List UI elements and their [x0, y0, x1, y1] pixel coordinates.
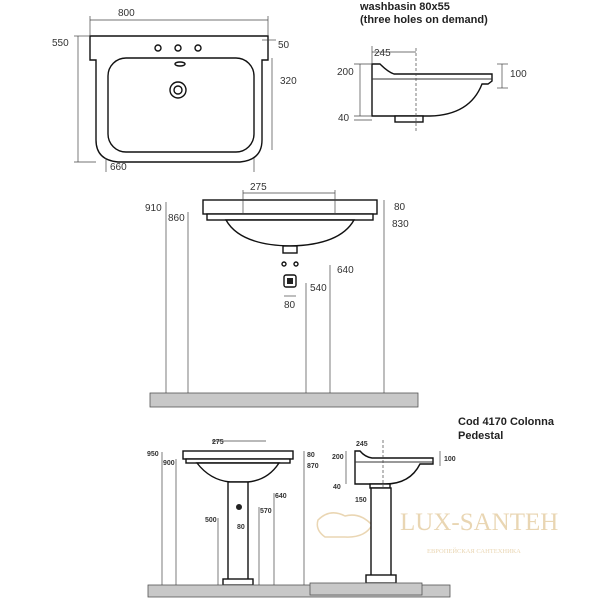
dim-inner: 660 — [110, 162, 127, 173]
dim-ped-side-height: 200 — [332, 454, 344, 461]
dim-side-height: 200 — [337, 67, 354, 78]
dim-side-drain: 40 — [338, 113, 350, 124]
caption-model: washbasin 80x55 — [359, 1, 450, 13]
dim-depth: 550 — [52, 38, 69, 49]
dim-ped-side-drain: 40 — [333, 484, 341, 491]
dim-ped-570: 570 — [260, 508, 272, 515]
dim-side-depth: 245 — [374, 48, 391, 59]
dim-h-540: 540 — [310, 283, 327, 294]
dim-ped-trap: 80 — [237, 524, 245, 531]
dim-ped-side-depth: 245 — [356, 441, 368, 448]
dim-h-640: 640 — [337, 265, 354, 276]
dim-bowl: 320 — [280, 76, 297, 87]
dim-rim: 50 — [278, 40, 290, 51]
dim-ped-side-rim: 100 — [444, 456, 456, 463]
pedestal-side-view: 245 200 100 40 150 — [309, 440, 456, 596]
watermark: LUX-SANTEH ЕВРОПЕЙСКАЯ САНТЕХНИКА — [316, 509, 558, 555]
dim-ped-holes: 275 — [212, 439, 224, 446]
side-view: 245 200 100 40 — [337, 46, 527, 132]
caption-pedestal: Pedestal — [458, 430, 503, 442]
dim-trap: 80 — [284, 300, 296, 311]
dim-ped-side-offset: 150 — [355, 497, 367, 504]
front-view: 275 910 860 80 830 640 540 80 — [145, 182, 419, 408]
caption-holes: (three holes on demand) — [360, 14, 488, 26]
dim-ped-900: 900 — [163, 460, 175, 467]
dim-side-rim: 100 — [510, 69, 527, 80]
dim-ped-950: 950 — [147, 451, 159, 458]
dim-ped-870: 870 — [307, 463, 319, 470]
dim-ped-640: 640 — [275, 493, 287, 500]
watermark-tagline: ЕВРОПЕЙСКАЯ САНТЕХНИКА — [427, 547, 521, 555]
dim-width: 800 — [118, 8, 135, 19]
top-view: 800 550 50 320 660 — [52, 8, 297, 173]
dim-ped-500: 500 — [205, 517, 217, 524]
dim-ped-rim: 80 — [307, 452, 315, 459]
dim-front-rim: 80 — [394, 202, 406, 213]
caption-pedestal-code: Cod 4170 Colonna — [458, 416, 555, 428]
watermark-brand: LUX-SANTEH — [400, 509, 558, 536]
dim-h-830: 830 — [392, 219, 409, 230]
dim-h-860: 860 — [168, 213, 185, 224]
bathtub-logo-icon — [316, 512, 373, 538]
dim-h-910: 910 — [145, 203, 162, 214]
dim-holes: 275 — [250, 182, 267, 193]
